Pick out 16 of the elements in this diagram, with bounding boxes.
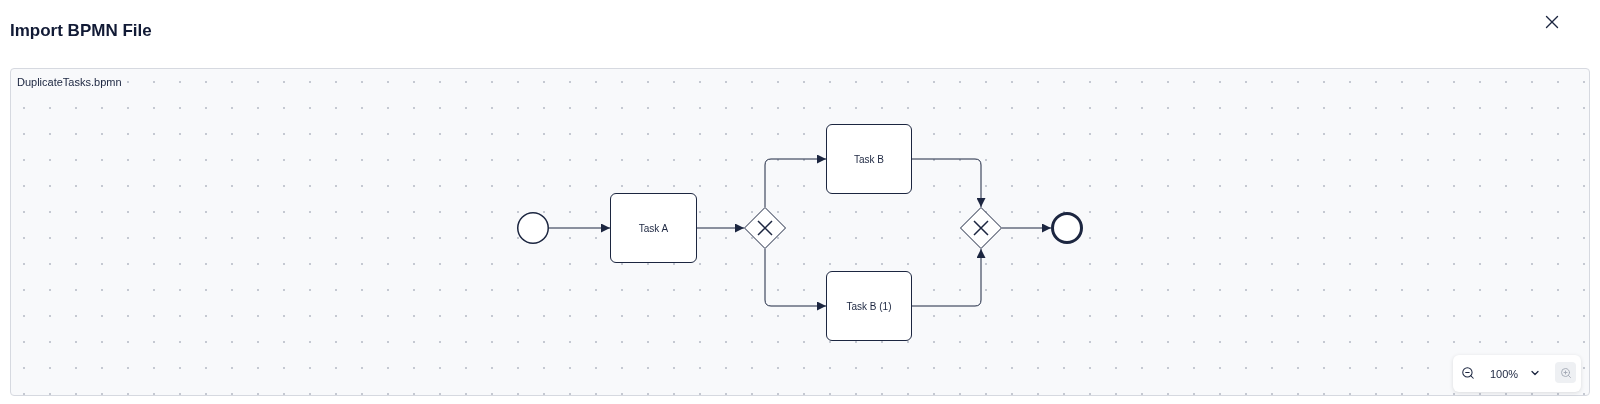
sequence-flow-arrow [696, 223, 745, 233]
sequence-flow-arrow [764, 248, 827, 311]
exclusive-gateway-diamond [744, 207, 786, 249]
file-name: DuplicateTasks.bpmn [17, 75, 122, 90]
task-box: Task B (1) [826, 271, 912, 341]
task-box: Task A [610, 193, 697, 263]
task-box: Task B [826, 124, 912, 194]
sequence-flow-arrow [911, 158, 986, 208]
exclusive-gateway-diamond [960, 207, 1002, 249]
sequence-flow-arrow [764, 154, 827, 208]
start-event-circle [517, 212, 549, 244]
sequence-flow-arrow [911, 248, 986, 307]
sequence-flow-arrow [1001, 223, 1052, 233]
sequence-flow-arrow [548, 223, 611, 233]
dialog-title: Import BPMN File [10, 20, 152, 42]
zoom-level: 100% [1490, 367, 1519, 382]
